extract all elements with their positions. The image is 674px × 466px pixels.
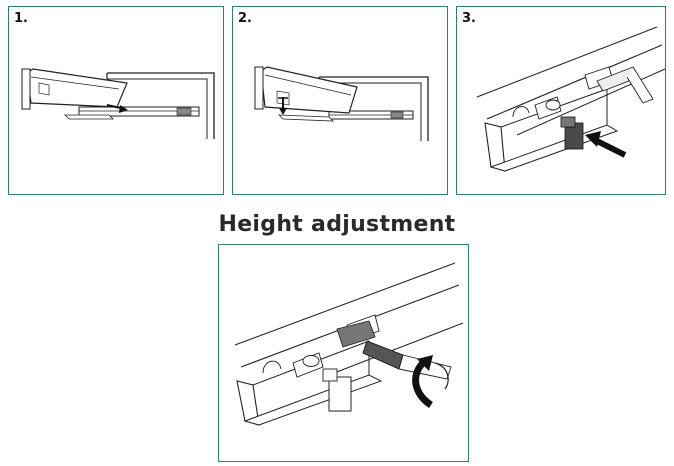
step-3-illustration	[476, 26, 666, 172]
step-2-panel: 2.	[232, 6, 448, 195]
step-1-number: 1.	[14, 11, 28, 26]
height-adjustment-panel	[218, 244, 469, 462]
step-1-illustration	[21, 68, 215, 139]
step-3-panel: 3.	[456, 6, 666, 195]
step-3-number: 3.	[462, 11, 476, 26]
height-adjustment-title: Height adjustment	[218, 212, 456, 237]
height-adjustment-illustration	[234, 262, 464, 426]
step-1-panel: 1.	[8, 6, 224, 195]
step-2-illustration	[254, 66, 429, 141]
step-2-number: 2.	[238, 11, 252, 26]
